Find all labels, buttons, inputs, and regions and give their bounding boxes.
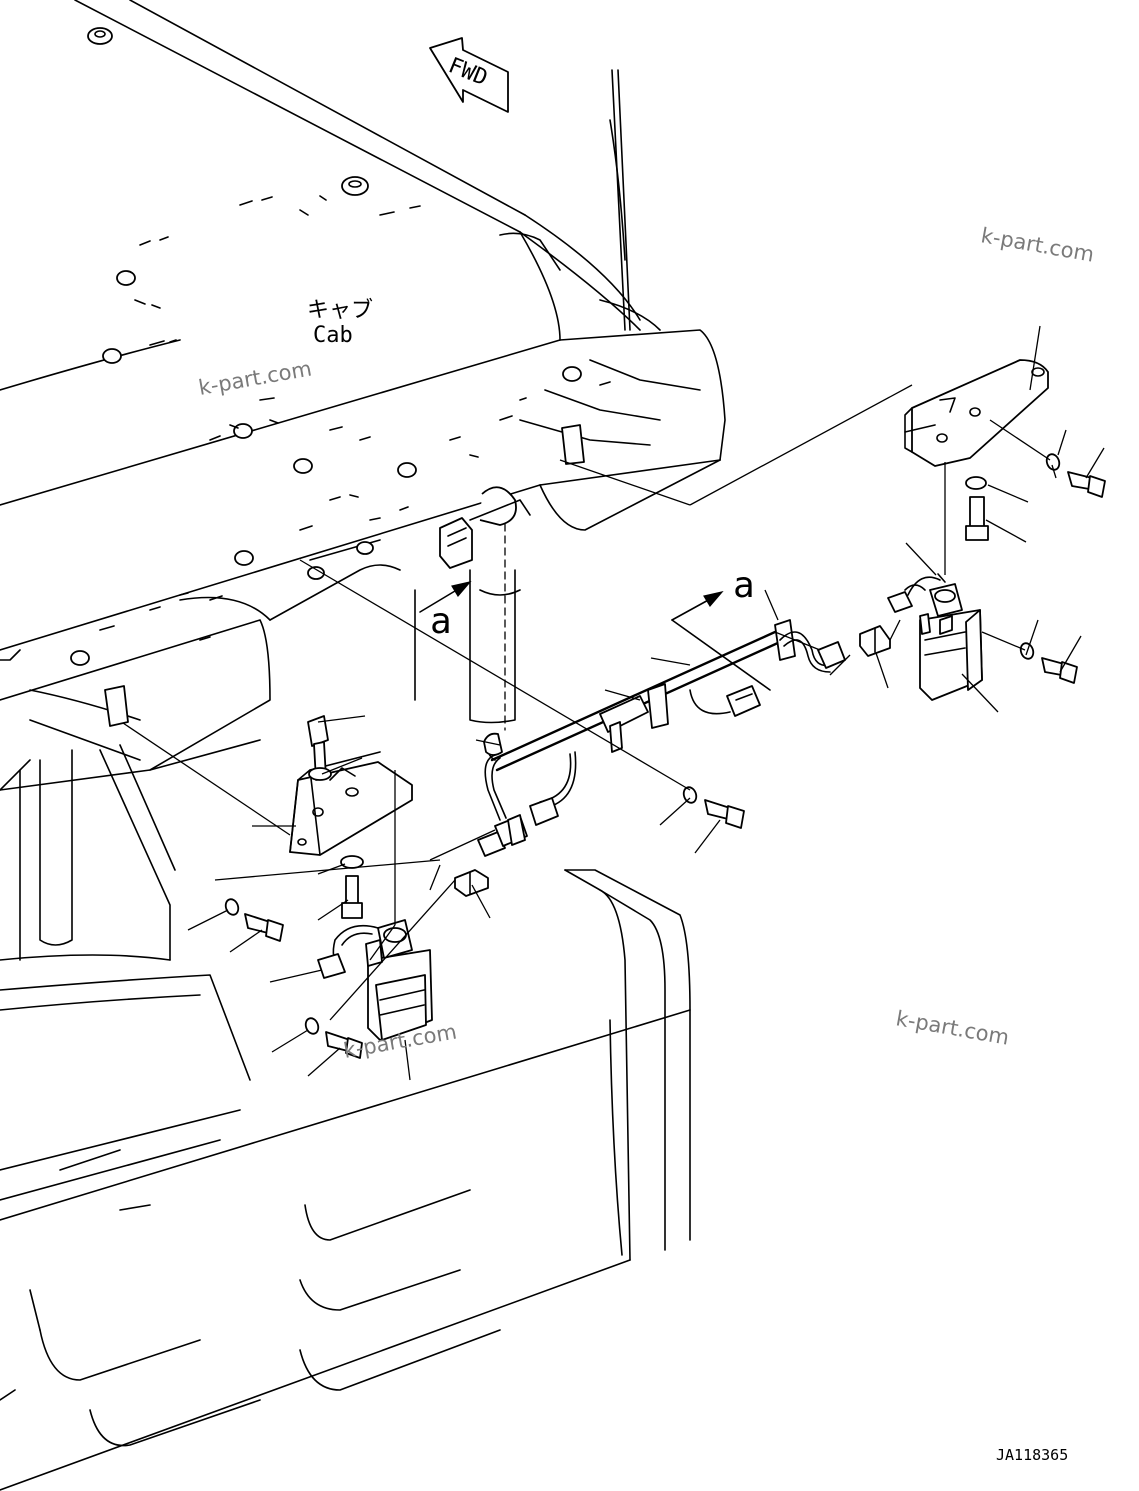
view-marker-left: a	[430, 601, 452, 642]
cab-label-jp: キャブ	[307, 298, 373, 323]
connector-plug-left	[454, 869, 489, 897]
bolt-right-upper	[965, 453, 1106, 541]
connector-plug-right	[859, 625, 891, 657]
bracket-left	[289, 751, 413, 856]
watermark-upper-right: k-part.com	[979, 223, 1096, 266]
watermark-upper-left: k-part.com	[197, 356, 314, 399]
floor-surface-marks	[99, 195, 611, 641]
callout-leaders	[187, 325, 1105, 1081]
cab-label-en: Cab	[313, 323, 353, 348]
assembly-lines	[122, 384, 1051, 1021]
horn-right	[887, 573, 983, 701]
watermark-lower-right: k-part.com	[894, 1006, 1011, 1049]
view-arrow-right	[671, 591, 771, 691]
wiring-harness	[477, 619, 846, 857]
cab-floor-structure	[0, 0, 726, 791]
view-marker-right: a	[733, 565, 755, 606]
panel-embossing	[0, 1149, 501, 1447]
lower-frame-structure	[0, 499, 691, 1491]
floor-studs	[70, 27, 582, 666]
bolt-left-lower	[304, 786, 745, 1059]
cab-connector	[439, 486, 531, 569]
drawing-id: JA118365	[996, 1446, 1068, 1464]
bolt-right-lower	[1019, 642, 1078, 684]
antenna-rod	[609, 69, 631, 331]
bolt-left-upper	[307, 715, 364, 919]
bolt-left-mid	[224, 898, 284, 942]
horn-left	[317, 919, 433, 1041]
fwd-direction-indicator: FWD	[429, 37, 509, 113]
bracket-right	[904, 359, 1049, 467]
view-arrow-left	[419, 581, 472, 613]
